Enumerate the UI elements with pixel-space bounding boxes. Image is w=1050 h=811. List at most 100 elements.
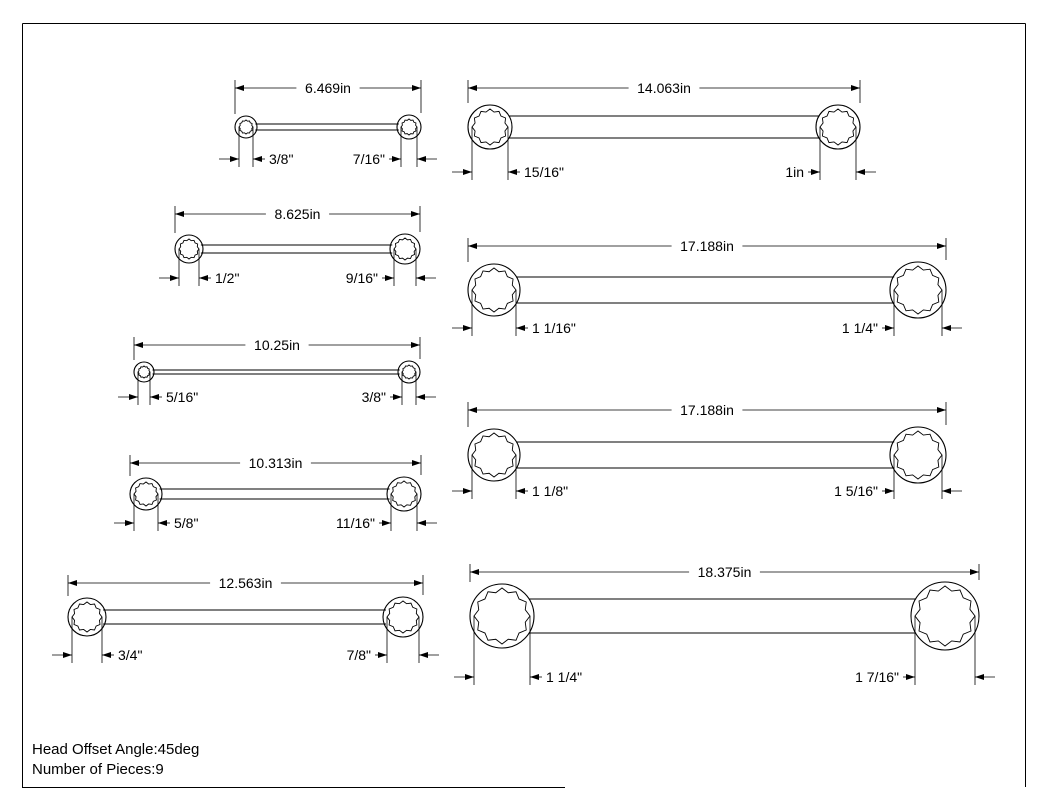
- left-size-arrow-a: [463, 488, 472, 494]
- right-size-arrow-a: [906, 674, 915, 680]
- left-size-arrow-a: [463, 325, 472, 331]
- right-head-outline: [889, 426, 947, 484]
- length-arrow-left: [134, 342, 143, 348]
- length-arrow-right: [411, 342, 420, 348]
- left-size-arrow-a: [463, 169, 472, 175]
- left-head-outline: [174, 234, 204, 264]
- length-arrow-right: [412, 85, 421, 91]
- left-size-arrow-b: [199, 275, 208, 281]
- right-head-outline: [815, 104, 861, 150]
- right-size-arrow-b: [417, 520, 426, 526]
- left-size-label: 5/8": [174, 515, 198, 531]
- left-box-opening: [137, 365, 151, 379]
- right-size-label: 1in: [785, 164, 804, 180]
- right-size-arrow-b: [975, 674, 984, 680]
- length-arrow-left: [235, 85, 244, 91]
- left-head-outline: [467, 104, 513, 150]
- length-arrow-right: [414, 580, 423, 586]
- right-size-label: 1 1/4": [842, 320, 878, 336]
- length-arrow-left: [68, 580, 77, 586]
- left-size-label: 3/4": [118, 647, 142, 663]
- left-box-opening: [471, 267, 517, 313]
- right-size-arrow-b: [942, 488, 951, 494]
- left-size-arrow-b: [516, 488, 525, 494]
- right-head-outline: [386, 476, 422, 512]
- left-size-label: 15/16": [524, 164, 564, 180]
- right-size-arrow-a: [885, 325, 894, 331]
- length-label: 18.375in: [698, 564, 752, 580]
- left-head-outline: [129, 477, 163, 511]
- right-size-arrow-a: [385, 275, 394, 281]
- right-size-arrow-b: [417, 156, 426, 162]
- left-size-arrow-a: [63, 652, 72, 658]
- length-label: 6.469in: [305, 80, 351, 96]
- right-box-opening: [401, 364, 417, 380]
- length-arrow-right: [937, 243, 946, 249]
- length-label: 17.188in: [680, 402, 734, 418]
- left-head-outline: [469, 583, 535, 649]
- right-head-outline: [389, 233, 421, 265]
- length-arrow-right: [411, 211, 420, 217]
- left-size-arrow-a: [465, 674, 474, 680]
- left-size-arrow-a: [129, 394, 138, 400]
- left-size-arrow-b: [253, 156, 262, 162]
- left-size-arrow-b: [150, 394, 159, 400]
- length-arrow-left: [470, 569, 479, 575]
- length-label: 17.188in: [680, 238, 734, 254]
- left-box-opening: [473, 587, 531, 645]
- left-size-arrow-a: [170, 275, 179, 281]
- left-head-outline: [234, 115, 258, 139]
- length-label: 10.25in: [254, 337, 300, 353]
- right-box-opening: [914, 585, 976, 647]
- right-head-outline: [910, 581, 980, 651]
- right-size-arrow-b: [419, 652, 428, 658]
- left-size-arrow-b: [516, 325, 525, 331]
- length-arrow-right: [412, 460, 421, 466]
- length-arrow-right: [970, 569, 979, 575]
- right-box-opening: [893, 430, 943, 480]
- right-box-opening: [400, 118, 418, 136]
- right-size-label: 9/16": [346, 270, 378, 286]
- right-size-label: 3/8": [362, 389, 386, 405]
- wrench-layer: 6.469in3/8"7/16"8.625in1/2"9/16"10.25in5…: [52, 80, 995, 685]
- wrench-3: 10.25in 5/16" 3/8": [118, 337, 436, 405]
- right-head-outline: [397, 360, 421, 384]
- left-size-arrow-b: [158, 520, 167, 526]
- right-size-arrow-b: [416, 275, 425, 281]
- left-box-opening: [471, 432, 517, 478]
- left-size-arrow-a: [230, 156, 239, 162]
- right-size-arrow-a: [885, 488, 894, 494]
- drawing-notes: Head Offset Angle:45deg Number of Pieces…: [32, 740, 199, 780]
- length-label: 10.313in: [249, 455, 303, 471]
- right-box-opening: [819, 108, 857, 146]
- left-size-arrow-b: [102, 652, 111, 658]
- right-head-outline: [396, 114, 422, 140]
- length-arrow-left: [130, 460, 139, 466]
- right-size-arrow-a: [392, 156, 401, 162]
- left-size-label: 3/8": [269, 151, 293, 167]
- length-arrow-left: [468, 407, 477, 413]
- pieces-note: Number of Pieces:9: [32, 761, 164, 778]
- left-box-opening: [471, 108, 509, 146]
- left-size-arrow-b: [530, 674, 539, 680]
- right-size-arrow-a: [382, 520, 391, 526]
- length-label: 8.625in: [275, 206, 321, 222]
- left-size-arrow-a: [125, 520, 134, 526]
- left-head-outline: [133, 361, 155, 383]
- length-arrow-left: [175, 211, 184, 217]
- left-size-label: 1/2": [215, 270, 239, 286]
- length-label: 12.563in: [219, 575, 273, 591]
- right-size-label: 1 7/16": [855, 669, 899, 685]
- length-arrow-left: [468, 85, 477, 91]
- left-box-opening: [71, 601, 103, 633]
- left-size-label: 5/16": [166, 389, 198, 405]
- left-size-arrow-b: [508, 169, 517, 175]
- right-size-arrow-a: [378, 652, 387, 658]
- right-size-arrow-b: [856, 169, 865, 175]
